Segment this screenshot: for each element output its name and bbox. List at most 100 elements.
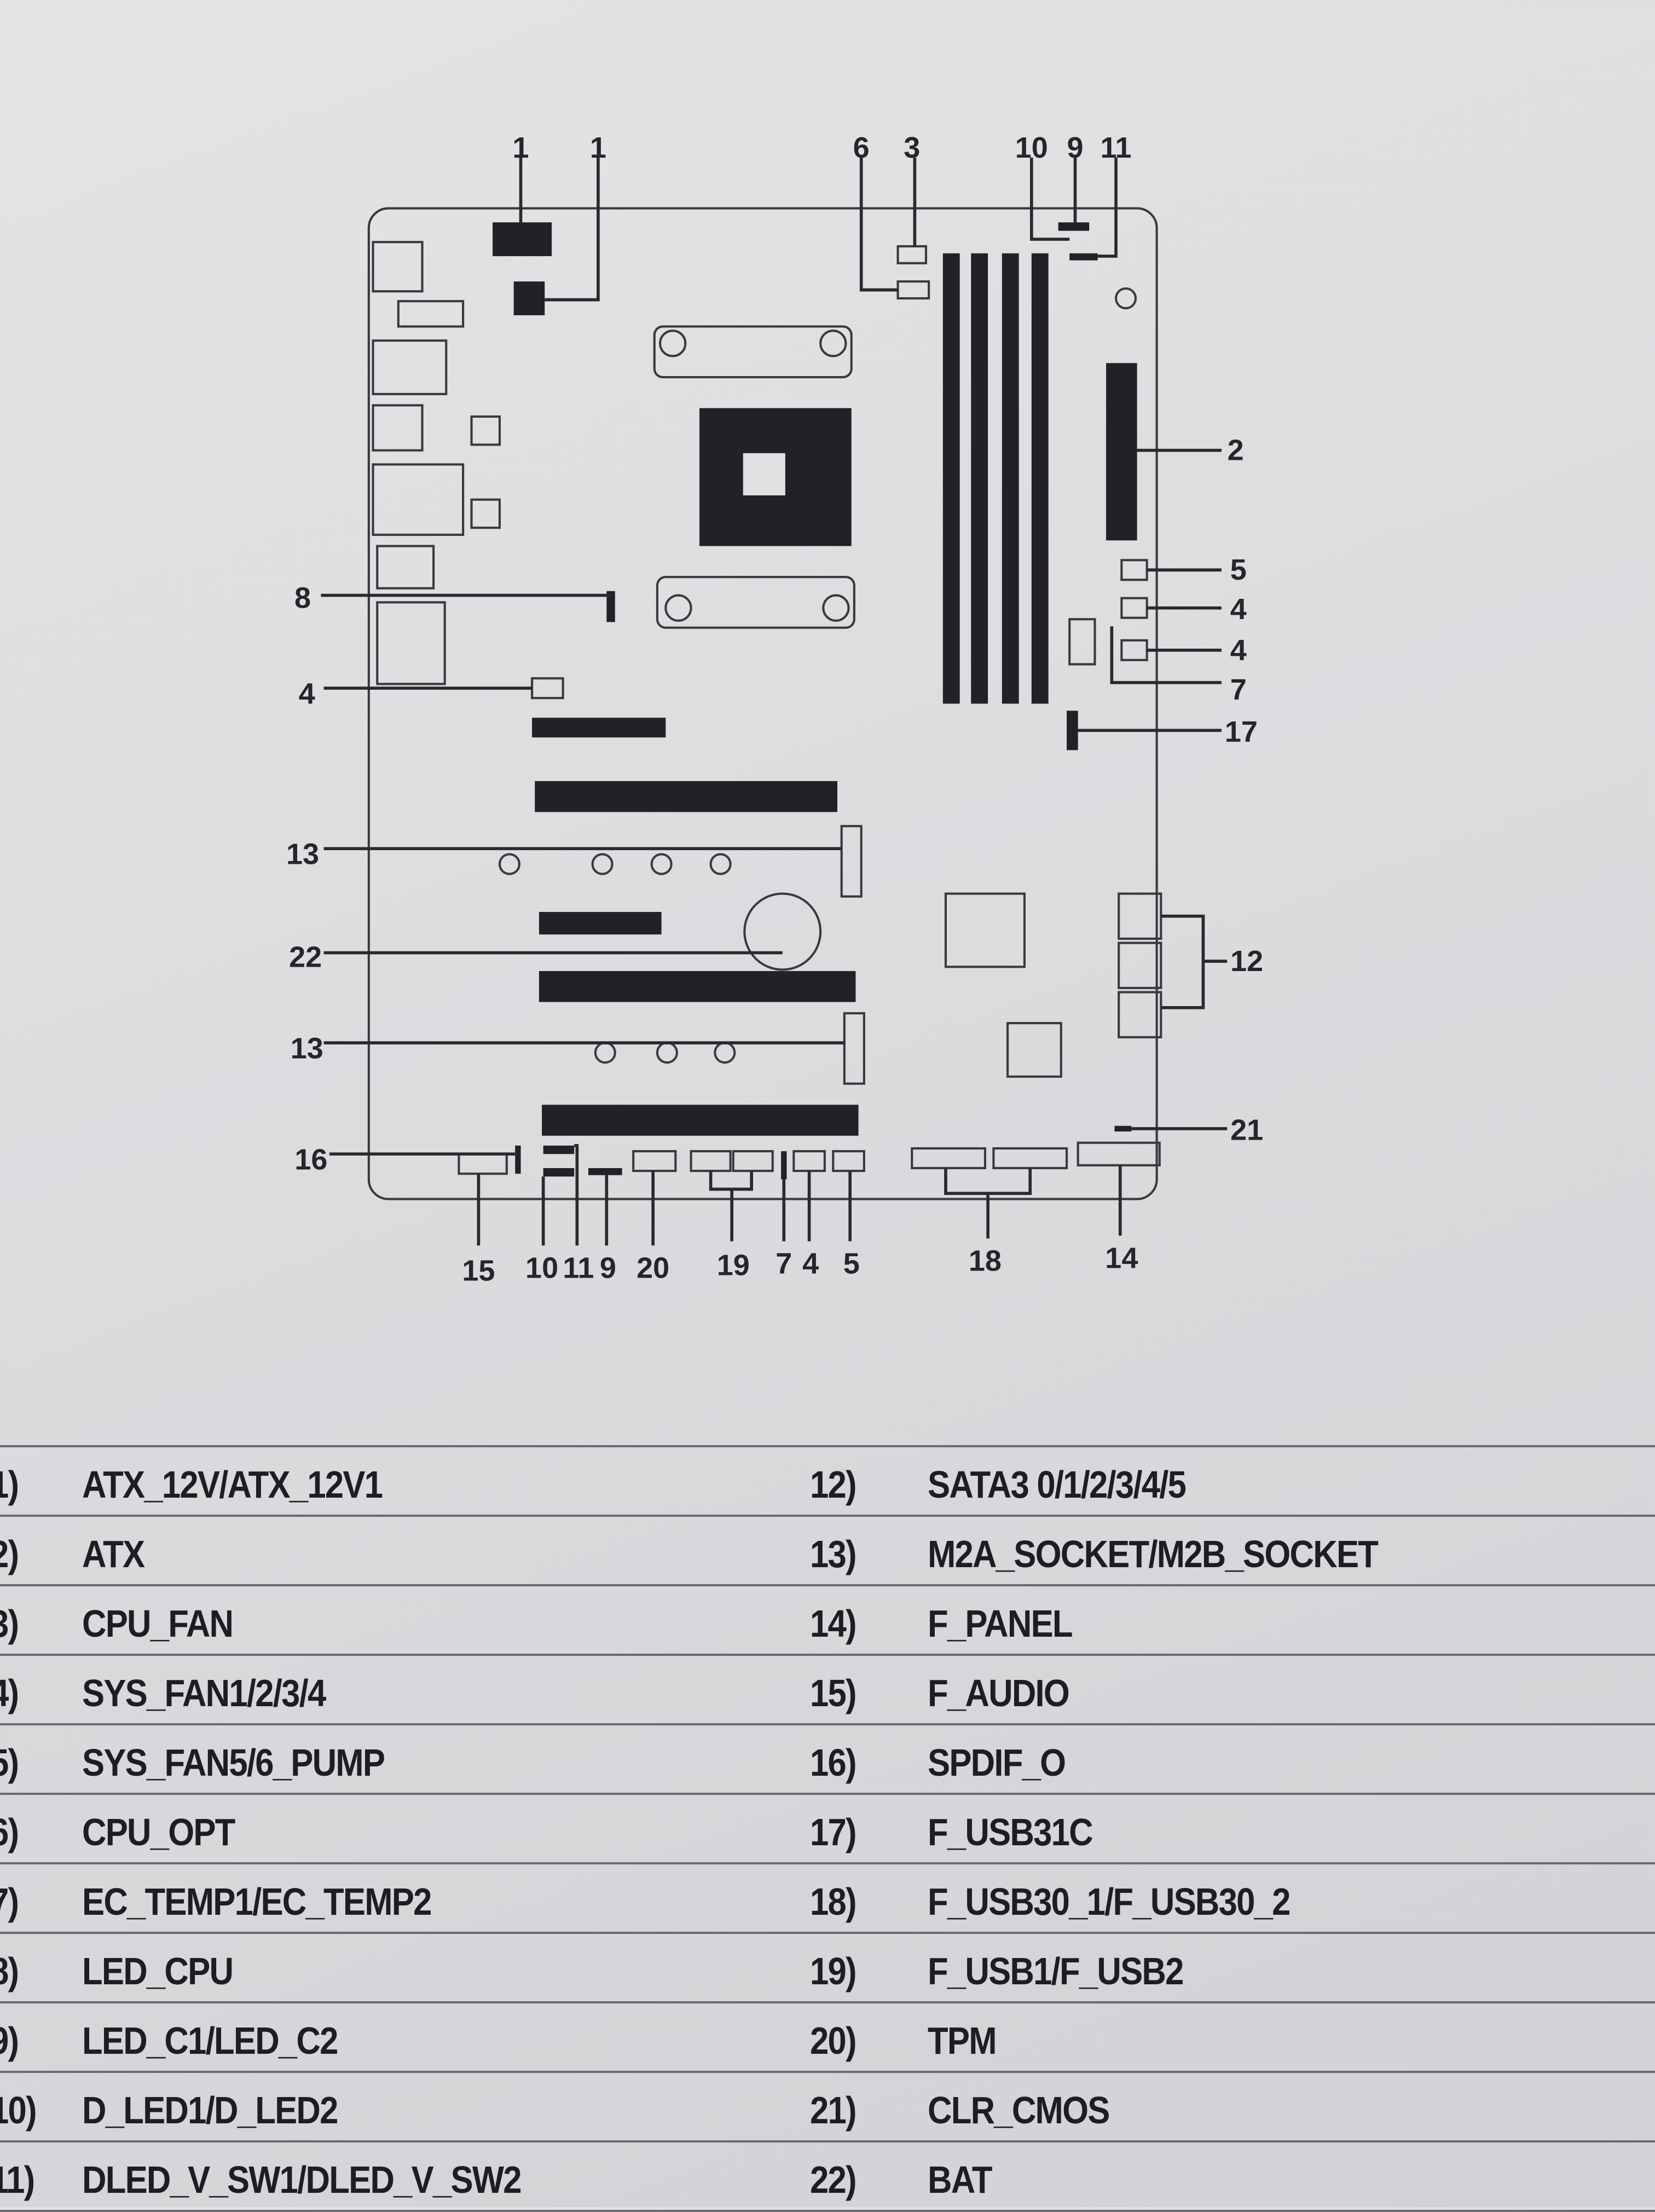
callout-label: 4 <box>1230 593 1247 626</box>
atx-24pin-connector <box>1106 363 1137 541</box>
legend-label: BAT <box>928 2158 993 2201</box>
callout-label: 13 <box>286 838 319 871</box>
legend-number: 11) <box>0 2158 35 2201</box>
cpu-socket <box>653 325 855 629</box>
legend-label: F_USB1/F_USB2 <box>928 1950 1184 1992</box>
tpm-header <box>632 1150 677 1173</box>
callout-leader-lines <box>321 157 1228 1246</box>
callout-label: 8 <box>294 582 311 615</box>
legend-number: 1) <box>0 1463 19 1506</box>
sys-fan-header <box>531 677 564 700</box>
legend-label: F_AUDIO <box>928 1672 1070 1714</box>
legend-row: 8) LED_CPU 19) F_USB1/F_USB2 <box>0 1932 1655 2001</box>
legend-number: 3) <box>0 1602 19 1645</box>
legend-row: 10) D_LED1/D_LED2 21) CLR_CMOS <box>0 2071 1655 2140</box>
legend-number: 10) <box>0 2089 37 2132</box>
callout-label: 9 <box>600 1251 616 1284</box>
callout-label: 21 <box>1230 1114 1263 1147</box>
led-c-header <box>588 1168 622 1175</box>
callout-label: 7 <box>1230 673 1247 706</box>
callout-label: 1 <box>513 131 529 164</box>
callout-label: 7 <box>776 1248 792 1280</box>
chipset <box>944 892 1026 968</box>
legend-label: SATA3 0/1/2/3/4/5 <box>928 1463 1187 1506</box>
pcie-x16-slot <box>542 1105 859 1136</box>
callouts-bottom: 15 10 11 9 20 19 7 4 5 18 14 <box>462 1241 1138 1287</box>
callout-label: 18 <box>969 1245 1002 1278</box>
legend-number: 8) <box>0 1950 19 1992</box>
m2-standoffs <box>498 853 736 1064</box>
dled-header <box>1069 253 1098 261</box>
legend-label: LED_CPU <box>82 1950 234 1992</box>
legend-label: LED_C1/LED_C2 <box>82 2019 338 2062</box>
atx-12v1-4pin-connector <box>513 281 545 315</box>
dled-v-sw-header <box>543 1168 575 1177</box>
legend-label: M2A_SOCKET/M2B_SOCKET <box>928 1533 1379 1575</box>
legend-number: 7) <box>0 1880 19 1923</box>
motherboard-outline <box>367 207 1158 1200</box>
battery <box>743 892 822 971</box>
legend-number: 15) <box>810 1672 857 1714</box>
legend-label: DLED_V_SW1/DLED_V_SW2 <box>82 2158 522 2201</box>
callout-label: 1 <box>590 131 606 164</box>
ec-temp-header <box>1068 618 1096 666</box>
legend-label: EC_TEMP1/EC_TEMP2 <box>82 1880 432 1923</box>
led-cpu-header <box>606 591 615 622</box>
sys-fan-header <box>792 1150 826 1173</box>
callout-label: 22 <box>289 940 322 973</box>
legend-number: 16) <box>810 1741 857 1784</box>
legend-label: SYS_FAN5/6_PUMP <box>82 1741 385 1784</box>
dled-header <box>543 1145 575 1154</box>
legend-label: D_LED1/D_LED2 <box>82 2089 338 2132</box>
legend-label: ATX <box>82 1533 145 1575</box>
legend-number: 14) <box>810 1602 857 1645</box>
f-usb30-1-header <box>911 1147 987 1169</box>
callout-label: 16 <box>294 1143 327 1176</box>
legend-number: 9) <box>0 2019 19 2062</box>
sys-fan-header <box>1120 597 1148 619</box>
callout-label: 17 <box>1225 715 1258 748</box>
motherboard-layout-diagram: 1 1 6 3 10 9 11 2 5 4 4 7 17 12 21 8 4 1… <box>286 131 1263 1287</box>
legend-row: 7) EC_TEMP1/EC_TEMP2 18) F_USB30_1/F_USB30_… <box>0 1862 1655 1932</box>
pcie-x16-slot <box>539 971 856 1002</box>
dimm-slots <box>942 253 1049 704</box>
cpu-opt-header <box>896 280 930 300</box>
legend-number: 19) <box>810 1950 857 1992</box>
pcie-x1-slot <box>539 912 662 935</box>
f-audio-header <box>458 1153 508 1175</box>
rear-io-panel <box>372 241 501 685</box>
f-usb31c-header <box>1067 711 1078 750</box>
legend-label: SPDIF_O <box>928 1741 1066 1784</box>
mount-hole <box>1114 287 1137 310</box>
legend-number: 18) <box>810 1880 857 1923</box>
f-usb30-2-header <box>992 1147 1068 1169</box>
legend-label: CPU_OPT <box>82 1811 235 1853</box>
callout-label: 11 <box>563 1251 594 1284</box>
callout-label: 4 <box>802 1248 819 1280</box>
callout-label: 4 <box>299 678 315 711</box>
callout-label: 5 <box>843 1248 860 1280</box>
chip <box>1006 1022 1062 1078</box>
clr-cmos-jumper <box>1114 1125 1132 1132</box>
callout-label: 15 <box>462 1255 495 1287</box>
pcie-x1-slot <box>532 718 666 738</box>
callout-label: 2 <box>1228 434 1244 467</box>
callout-label: 10 <box>1015 131 1048 164</box>
callout-label: 5 <box>1230 553 1247 586</box>
ec-temp-header <box>781 1151 787 1180</box>
m2a-socket <box>840 825 863 898</box>
callout-label: 9 <box>1067 131 1083 164</box>
legend-number: 6) <box>0 1811 19 1853</box>
legend-number: 17) <box>810 1811 857 1853</box>
legend-row: 4)SYS_FAN1/2/3/415)F_AUDIO <box>0 1654 1655 1723</box>
sata-ports <box>1118 892 1162 1038</box>
legend-label: F_USB30_1/F_USB30_2 <box>928 1880 1291 1923</box>
legend-label: CLR_CMOS <box>928 2089 1110 2132</box>
spdif-header <box>515 1145 521 1174</box>
legend-number: 21) <box>810 2089 857 2132</box>
